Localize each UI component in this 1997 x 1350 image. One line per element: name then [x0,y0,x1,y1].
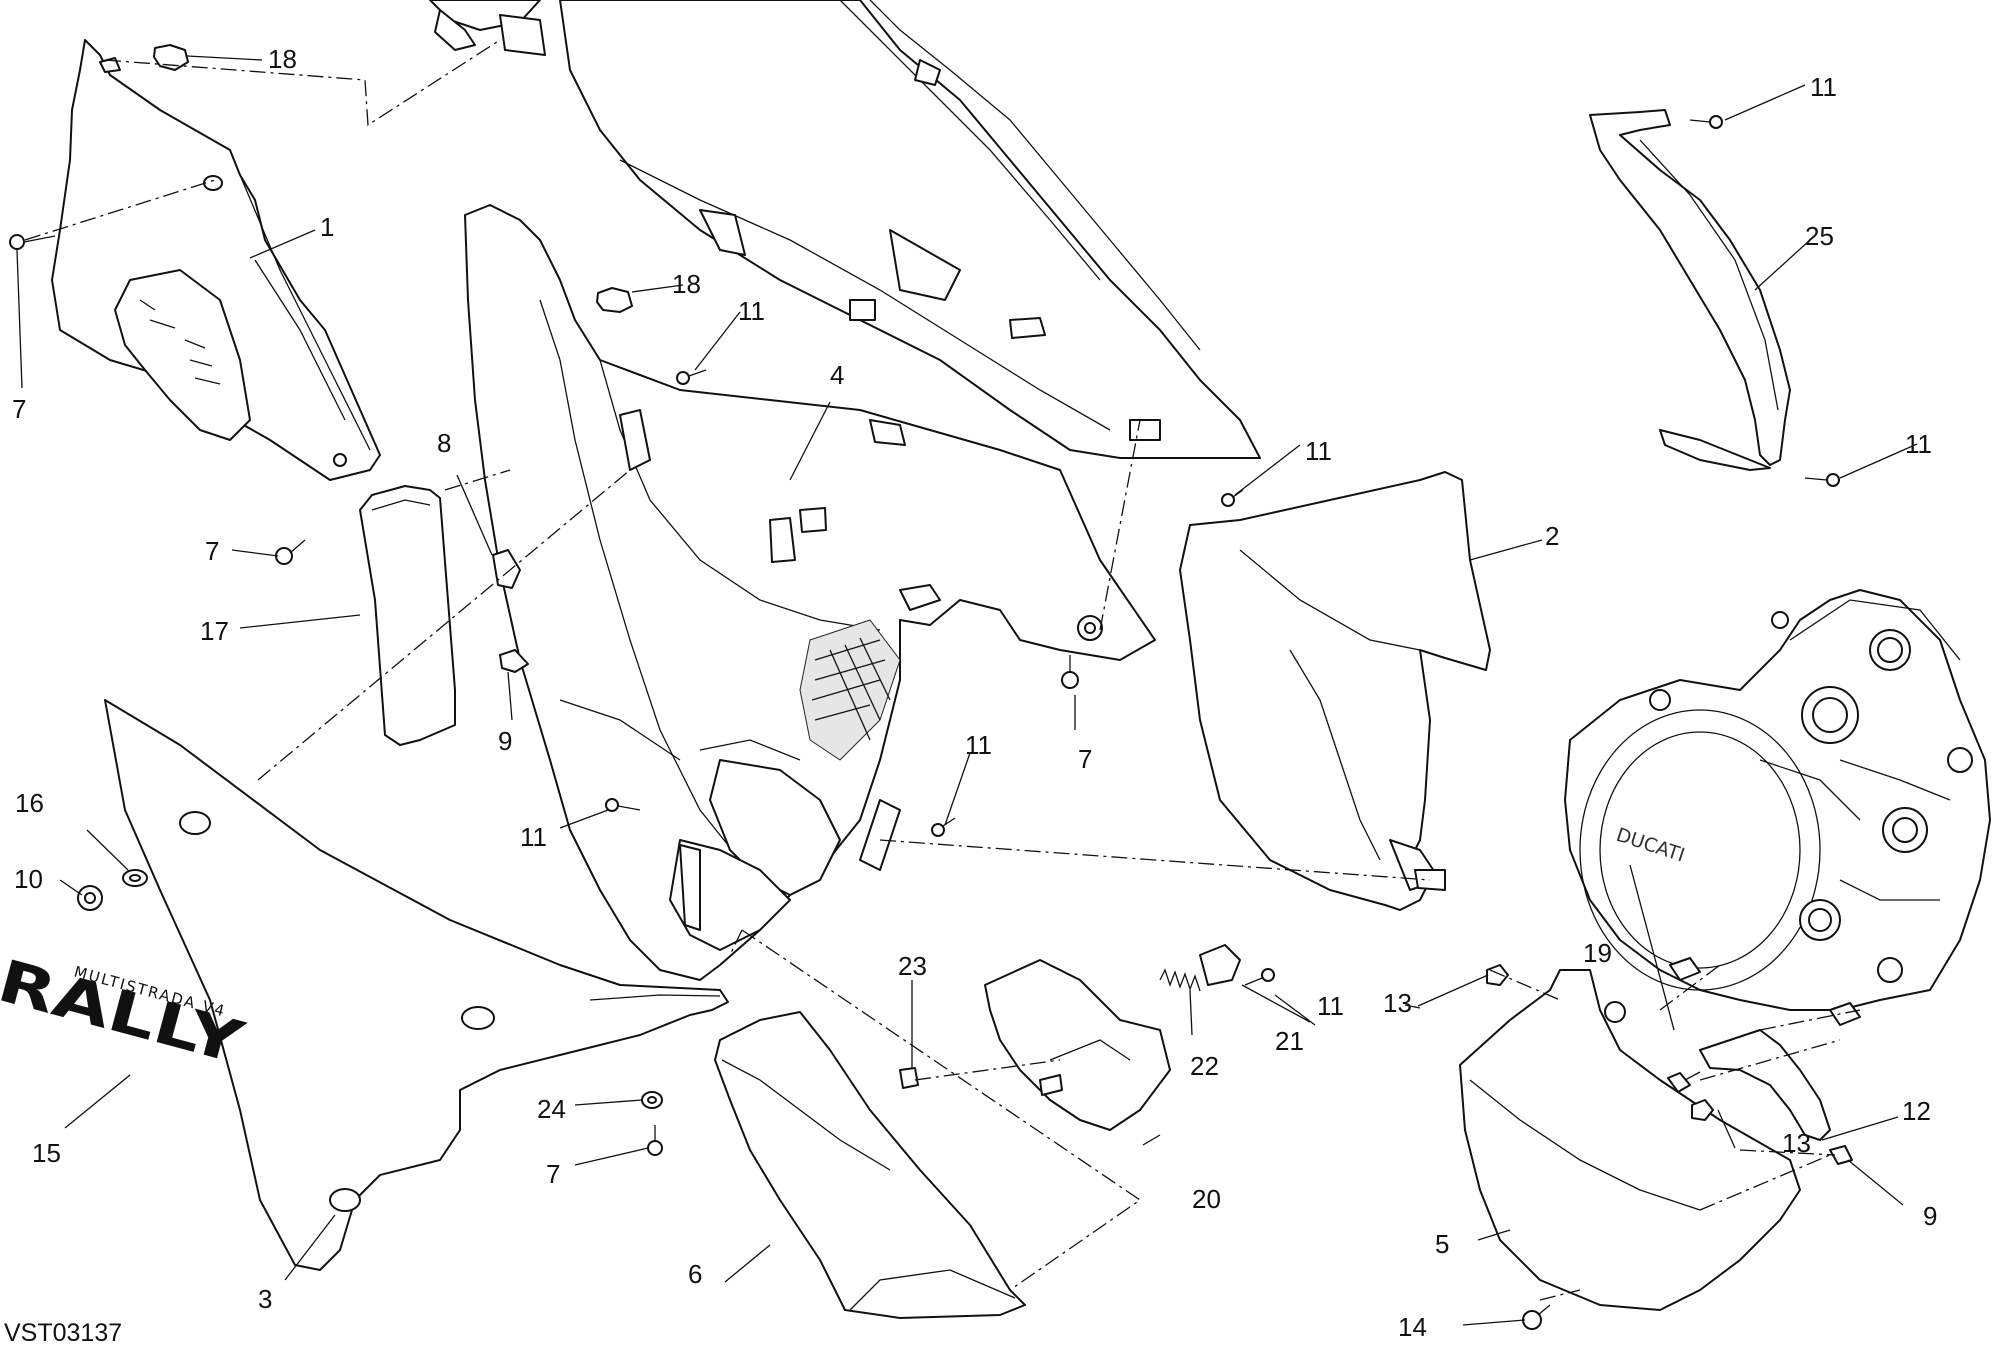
callout-25: 25 [1805,221,1834,251]
part-22-spring [1159,968,1201,992]
callout-18-top: 18 [268,44,297,74]
fasteners [9,115,1861,1330]
part-23-clip [899,1067,919,1089]
drawing-code: VST03137 [4,1319,122,1347]
nut-13-b [1691,1099,1714,1121]
callout-5: 5 [1435,1229,1449,1259]
callout-18-mid: 18 [672,269,701,299]
part-1-left-side-panel [51,39,381,481]
screw-11-c [605,798,641,812]
leader-lines [16,55,1918,1326]
callout-7-top-left: 7 [12,394,26,424]
callout-16: 16 [15,788,44,818]
callout-1: 1 [320,212,334,242]
callout-7-bottom: 7 [546,1159,560,1189]
callout-19: 19 [1583,938,1612,968]
upper-fairing [429,0,1261,459]
callout-7-left: 7 [205,536,219,566]
screw-7-a [9,234,56,250]
part-4-inner-fairing [464,204,1156,981]
part-12-bracket [1699,1029,1831,1141]
bolt-19 [1667,1071,1701,1093]
part-24-washer [641,1091,663,1109]
part-25-bracket [1589,109,1791,471]
screw-11-a [676,369,707,385]
nut-13-a [1486,964,1509,986]
part-20-cover [984,959,1171,1131]
part-5-lower-right-deflector [1459,969,1801,1311]
screw-14 [1522,1304,1551,1330]
callout-11-a: 11 [738,296,765,326]
part-17-plate [359,485,456,746]
callout-4: 4 [830,360,844,390]
screw-11-e [1244,968,1275,986]
callout-11-d: 11 [965,730,992,760]
callout-10: 10 [14,864,43,894]
part-3-side-panel [104,699,729,1271]
part-9-clip-left [499,649,529,673]
callout-23: 23 [898,951,927,981]
callout-labels: 18 1 7 7 8 17 9 16 10 15 3 18 11 4 11 2 … [12,44,1937,1342]
callout-11-c: 11 [520,822,547,852]
screw-11-b [1221,489,1244,507]
part-9-clip-right [1829,1145,1853,1165]
callout-12: 12 [1902,1096,1931,1126]
callout-9-left: 9 [498,726,512,756]
callout-13-right: 13 [1782,1128,1811,1158]
callout-7-mid: 7 [1078,744,1092,774]
part-6-lower-deflector [714,1011,1026,1319]
callout-11-b: 11 [1305,436,1332,466]
callout-17: 17 [200,616,229,646]
screw-7-c [1061,655,1079,689]
callout-24: 24 [537,1094,566,1124]
bolt-engine-a [1669,957,1701,981]
callout-20: 20 [1192,1184,1221,1214]
callout-6: 6 [688,1259,702,1289]
bolt-engine-b [1829,1002,1861,1026]
engine-cover: DUCATI [1564,589,1991,1011]
callout-15: 15 [32,1138,61,1168]
part-18-grommet-top [153,44,633,313]
screw-11-d [931,817,956,837]
screw-11-g [1804,473,1840,487]
callout-11-f: 11 [1810,72,1837,102]
callout-22: 22 [1190,1051,1219,1081]
part-21-bushing [1199,944,1241,986]
callout-14: 14 [1398,1312,1427,1342]
callout-11-e: 11 [1317,991,1344,1021]
callout-13-left: 13 [1383,988,1412,1018]
callout-2: 2 [1545,521,1559,551]
screw-10 [77,885,103,911]
callout-9-right: 9 [1923,1201,1937,1231]
callout-3: 3 [258,1284,272,1314]
washer-16 [122,869,148,887]
screw-11-f [1689,115,1723,129]
callout-11-g: 11 [1905,429,1932,459]
callout-8: 8 [437,428,451,458]
screw-7-b [275,539,306,565]
screw-7-d [647,1125,663,1156]
assembly-lines [24,39,1861,1301]
part-2-right-panel [1179,471,1491,911]
callout-21: 21 [1275,1026,1304,1056]
